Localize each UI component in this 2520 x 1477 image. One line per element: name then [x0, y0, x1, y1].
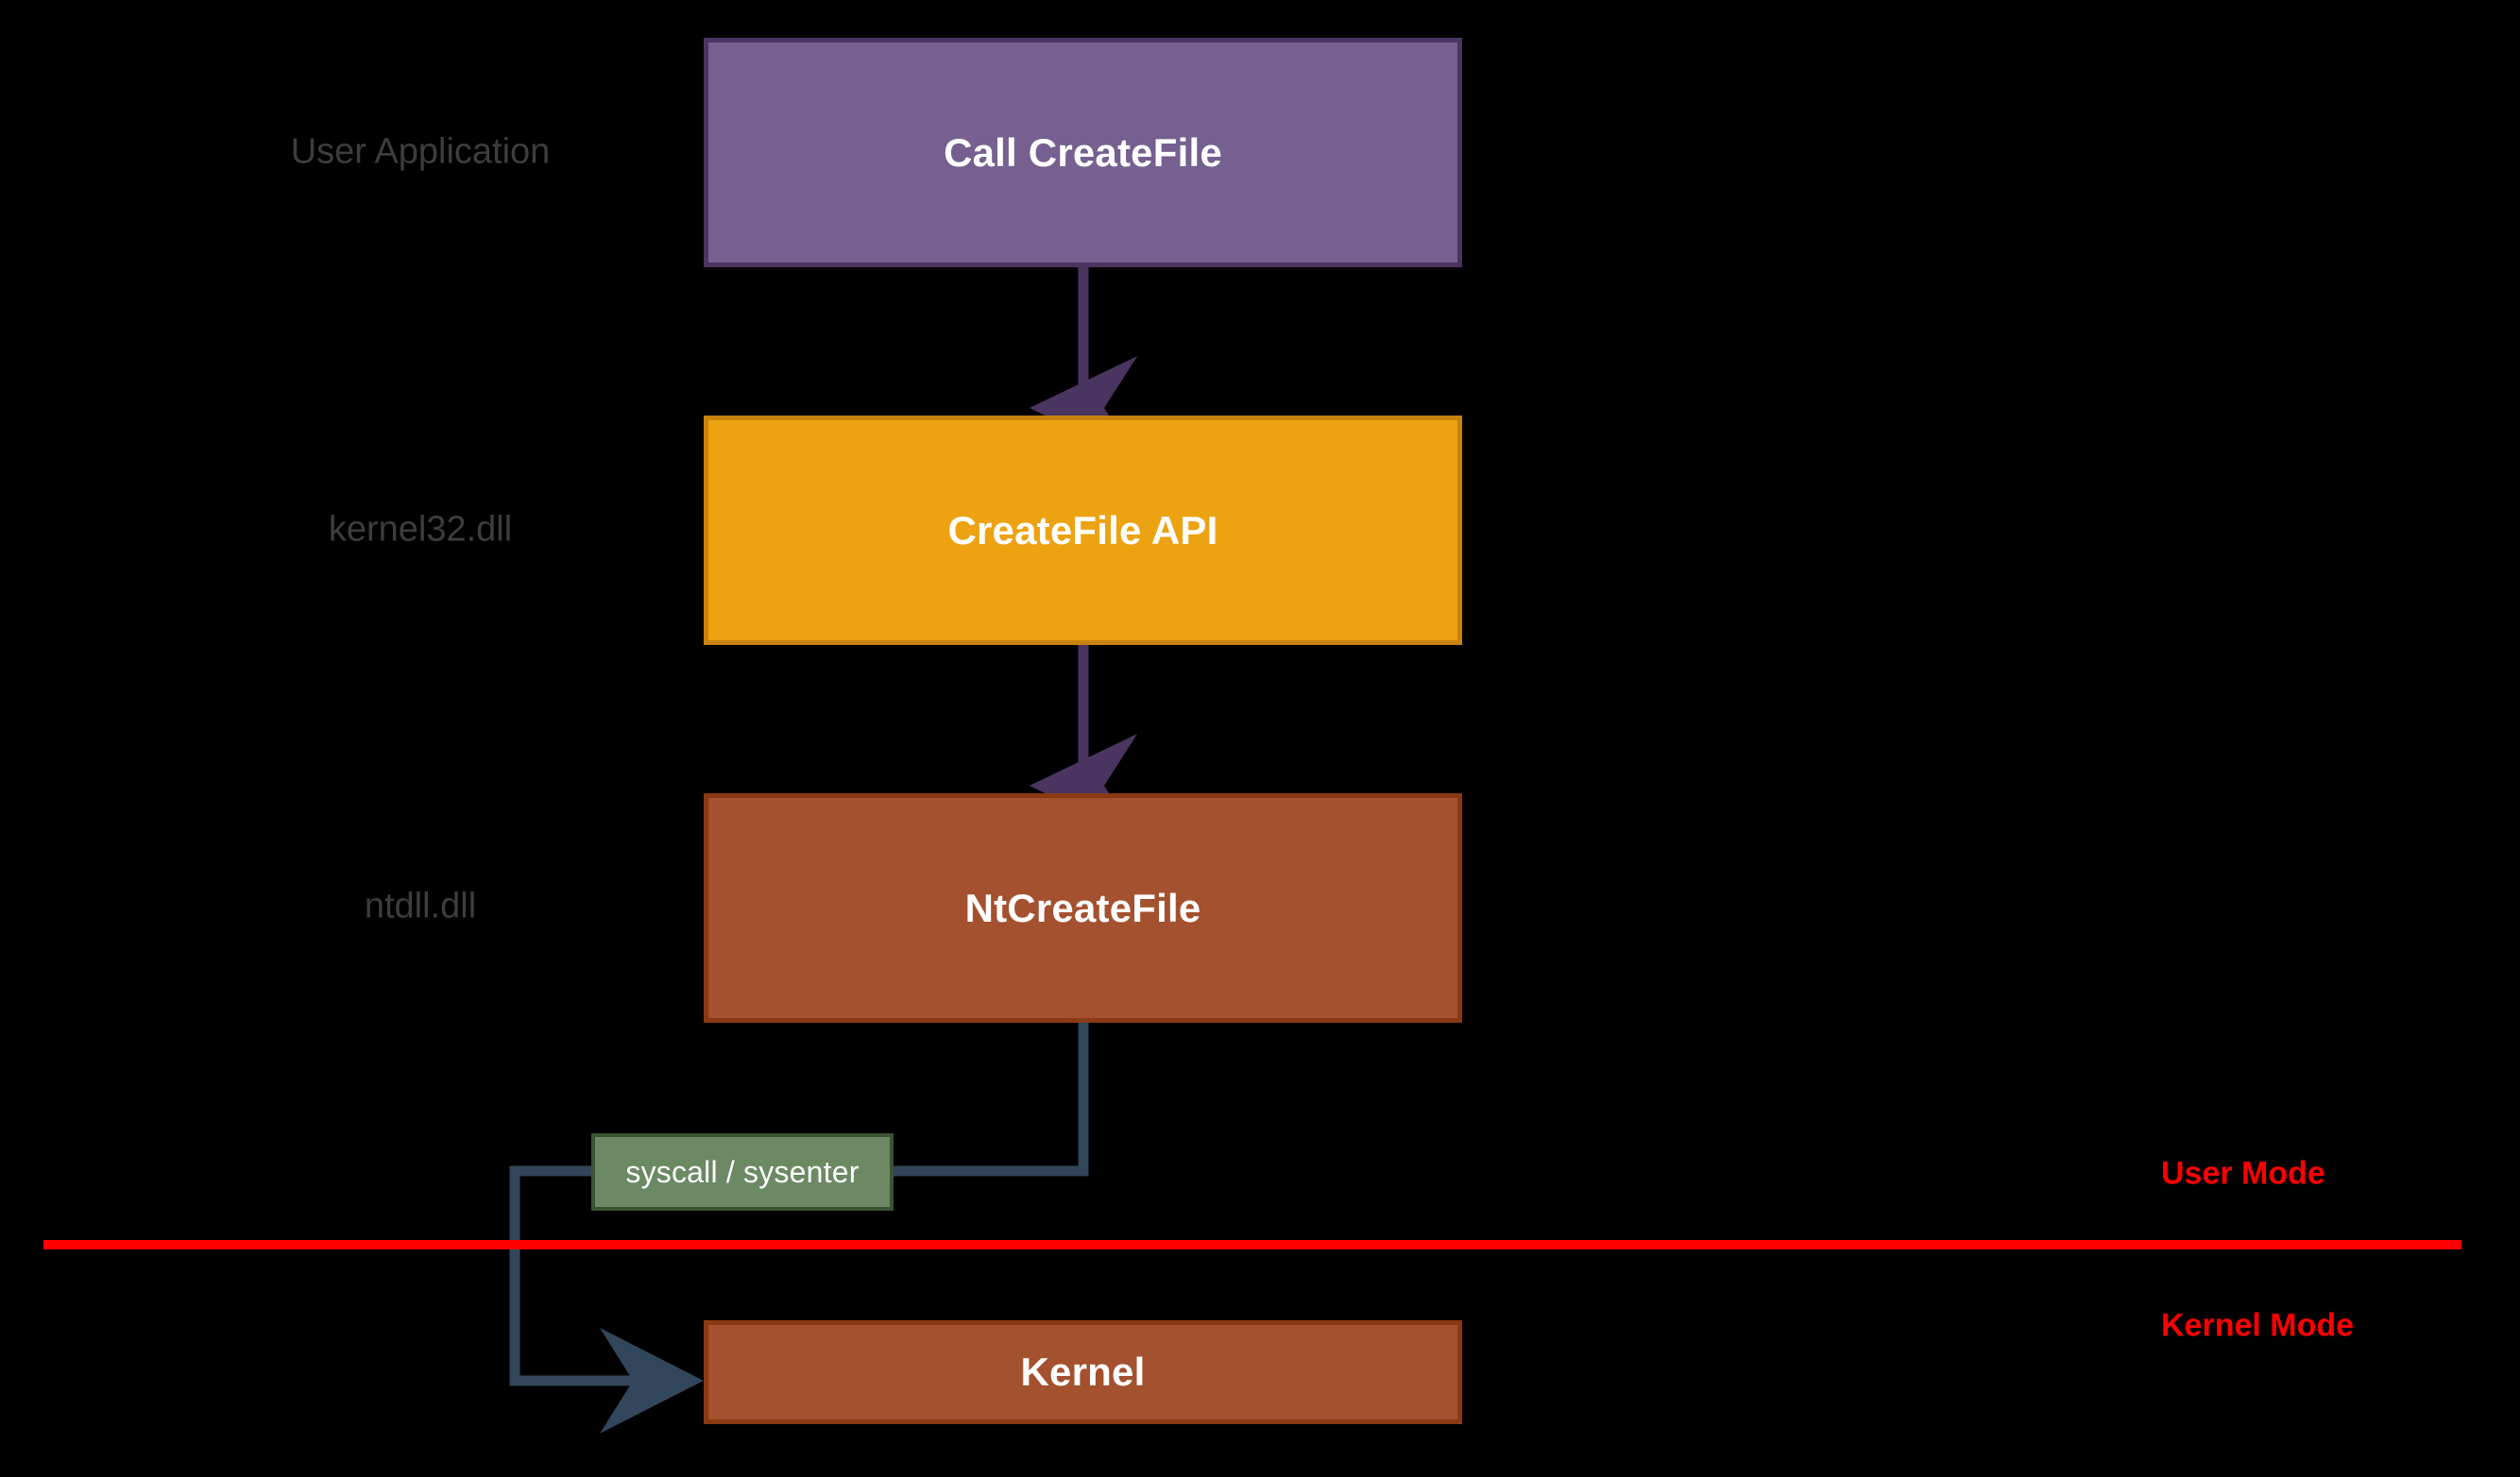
layer-label-user-application: User Application: [290, 131, 551, 172]
node-ntcreatefile[interactable]: NtCreateFile: [704, 793, 1462, 1023]
node-createfile-api[interactable]: CreateFile API: [704, 416, 1462, 645]
node-syscall-sysenter[interactable]: syscall / sysenter: [591, 1133, 894, 1211]
label-user-mode: User Mode: [2161, 1155, 2325, 1192]
node-kernel[interactable]: Kernel: [704, 1320, 1462, 1424]
node-call-createfile[interactable]: Call CreateFile: [704, 38, 1462, 267]
label-kernel-mode: Kernel Mode: [2161, 1307, 2355, 1344]
user-kernel-boundary-line: [43, 1240, 2461, 1249]
layer-label-kernel32-dll: kernel32.dll: [328, 509, 513, 550]
layer-label-ntdll-dll: ntdll.dll: [364, 886, 477, 926]
